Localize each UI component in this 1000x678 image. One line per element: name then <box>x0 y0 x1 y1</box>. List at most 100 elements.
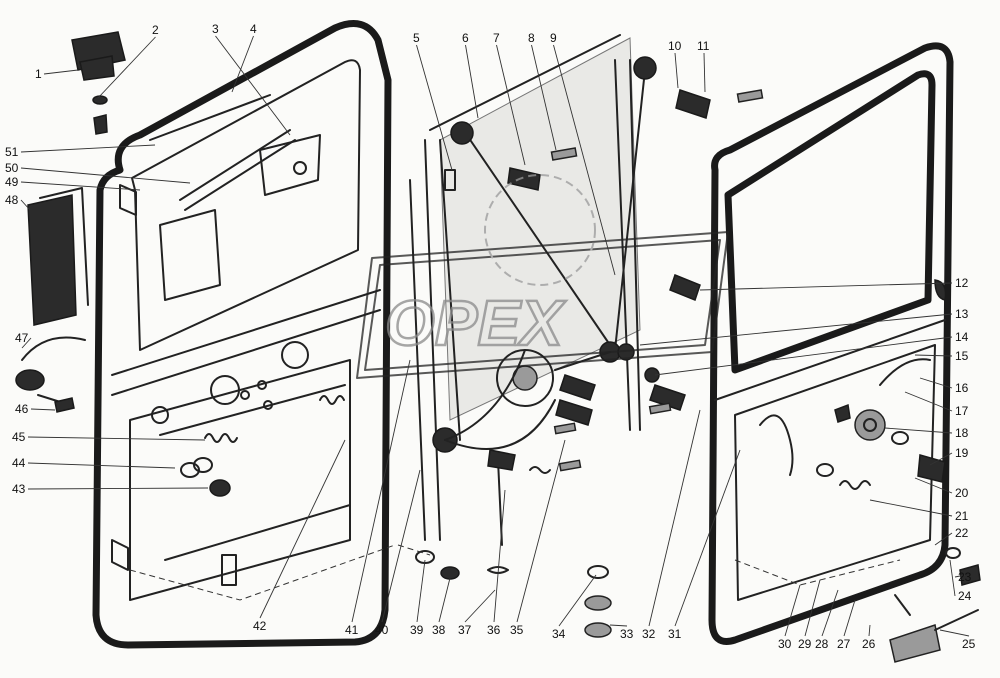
leader-line <box>30 408 56 411</box>
callout-label: 2 <box>152 23 159 37</box>
callout-label: 21 <box>955 509 969 523</box>
leader-line <box>27 462 176 469</box>
callout-label: 6 <box>462 31 469 45</box>
callout-label: 28 <box>815 637 829 651</box>
leader-line <box>954 574 966 578</box>
leader-line <box>648 409 701 627</box>
callout-label: 41 <box>345 623 359 637</box>
middle-loose-parts <box>415 89 764 638</box>
leader-line <box>904 391 953 412</box>
callout-label: 43 <box>12 482 26 496</box>
leader-line <box>914 354 953 357</box>
callout-label: 47 <box>15 331 29 345</box>
callout-label: 24 <box>958 589 972 603</box>
leader-line <box>416 44 453 171</box>
watermark-text: OPEX <box>385 287 566 359</box>
leader-line <box>934 532 953 546</box>
callout-label: 13 <box>955 307 969 321</box>
callout-label: 31 <box>668 627 682 641</box>
leader-line <box>558 574 597 627</box>
callout-label: 22 <box>955 526 969 540</box>
callout-label: 1 <box>35 67 42 81</box>
callout-label: 7 <box>493 31 500 45</box>
leader-line <box>20 144 156 153</box>
callout-label: 23 <box>958 570 972 584</box>
leader-line <box>27 487 209 490</box>
leader-line <box>929 452 953 466</box>
leader-line <box>215 35 291 136</box>
leader-line <box>416 559 426 623</box>
leader-line <box>20 167 191 184</box>
callout-label: 9 <box>550 31 557 45</box>
callout-label: 18 <box>955 426 969 440</box>
leader-line <box>674 52 679 89</box>
callout-label: 29 <box>798 637 812 651</box>
callout-label: 32 <box>642 627 656 641</box>
callout-label: 27 <box>837 637 851 651</box>
callout-label: 17 <box>955 404 969 418</box>
assembly-lines <box>129 544 901 601</box>
callout-label: 42 <box>253 619 267 633</box>
leader-line <box>97 36 156 99</box>
leader-line <box>493 489 506 623</box>
callout-label: 10 <box>668 39 682 53</box>
leader-line <box>27 436 206 441</box>
callout-label: 39 <box>410 623 424 637</box>
leader-lines <box>20 35 970 637</box>
leader-line <box>438 577 451 623</box>
callout-label: 30 <box>778 637 792 651</box>
callout-label: 33 <box>620 627 634 641</box>
callout-label: 38 <box>432 623 446 637</box>
callout-label: 8 <box>528 31 535 45</box>
leader-line <box>516 439 566 623</box>
callout-label: 45 <box>12 430 26 444</box>
callout-label: 3 <box>212 22 219 36</box>
callout-label: 11 <box>697 39 710 53</box>
leader-line <box>231 35 254 93</box>
leader-line <box>868 624 871 637</box>
leader-line <box>531 44 557 151</box>
left-loose-parts <box>15 31 126 413</box>
callout-label: 34 <box>552 627 566 641</box>
leader-line <box>496 44 526 166</box>
opex-watermark: OPEX <box>356 174 729 379</box>
callout-label: 46 <box>15 402 29 416</box>
leader-line <box>639 313 953 346</box>
callout-label: 40 <box>375 623 389 637</box>
leader-line <box>843 599 856 637</box>
leader-line <box>381 469 421 623</box>
callout-label: 15 <box>955 349 969 363</box>
callout-label: 51 <box>5 145 19 159</box>
leader-line <box>869 499 953 517</box>
left-springs <box>180 395 345 497</box>
callout-label: 48 <box>5 193 19 207</box>
leader-line <box>919 377 953 389</box>
callout-label: 26 <box>862 637 876 651</box>
leader-line <box>465 44 479 119</box>
callout-label: 50 <box>5 161 19 175</box>
callout-label: 20 <box>955 486 969 500</box>
leader-line <box>784 584 801 637</box>
callout-label: 25 <box>962 637 976 651</box>
leader-line <box>821 589 839 637</box>
leader-line <box>939 629 970 637</box>
callout-label: 49 <box>5 175 19 189</box>
leader-line <box>914 477 953 494</box>
leader-line <box>699 282 953 291</box>
left-door-frame <box>92 20 392 649</box>
callout-label: 4 <box>250 22 257 36</box>
leader-line <box>674 449 741 627</box>
leader-line <box>464 589 496 623</box>
leader-line <box>804 579 821 637</box>
leader-line <box>351 359 411 623</box>
leader-line <box>20 181 141 191</box>
leader-line <box>553 44 616 276</box>
callout-label: 16 <box>955 381 969 395</box>
callout-label: 14 <box>955 330 969 344</box>
callout-label: 5 <box>413 31 420 45</box>
leader-line <box>20 199 31 211</box>
callout-label: 36 <box>487 623 501 637</box>
